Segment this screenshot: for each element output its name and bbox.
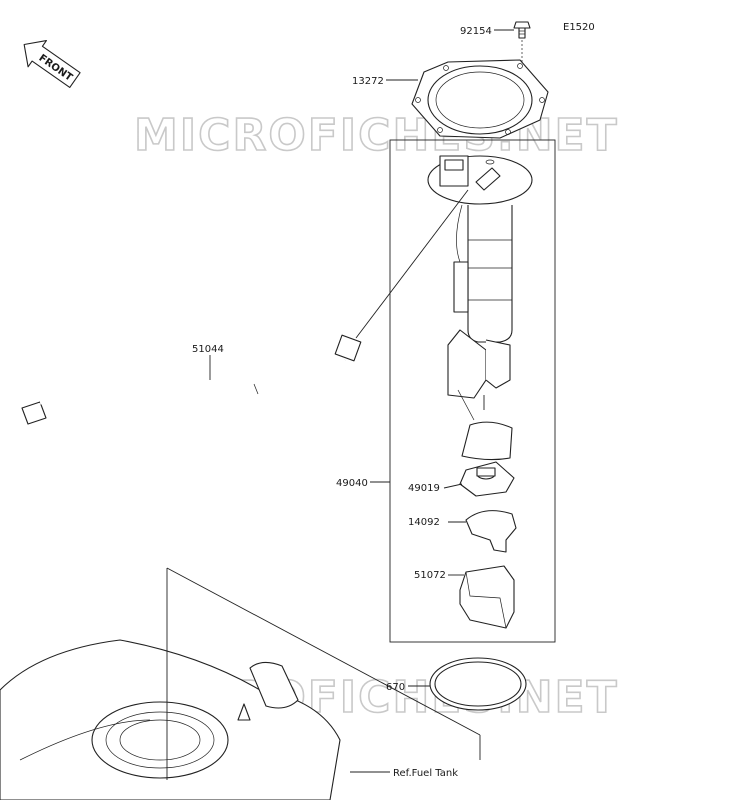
reference-fuel-tank: Ref.Fuel Tank [393,768,458,779]
fuel-pump-part[interactable] [427,155,533,421]
gasket-part[interactable] [429,657,527,711]
pump-assembly-frame [389,139,556,643]
callout-670: 670 [386,682,405,693]
callout-49040: 49040 [336,478,368,489]
screw-part[interactable] [513,21,531,39]
callout-13272: 13272 [352,76,384,87]
watermark-top: MICROFICHES.NET [134,110,619,161]
fuel-filter-part[interactable] [459,461,515,497]
cover-part[interactable] [459,565,515,629]
bracket-part[interactable] [465,510,517,553]
callout-51072: 51072 [414,570,446,581]
callout-49019: 49019 [408,483,440,494]
filter-sock [461,421,513,461]
callout-14092: 14092 [408,517,440,528]
callout-92154: 92154 [460,26,492,37]
fuel-hose-part[interactable] [21,334,362,429]
diagram-code: E1520 [563,22,595,33]
callout-51044: 51044 [192,344,224,355]
fuel-tank-outline [0,639,341,800]
front-arrow-icon: FRONT [23,40,81,88]
mounting-plate-part[interactable] [411,59,549,139]
